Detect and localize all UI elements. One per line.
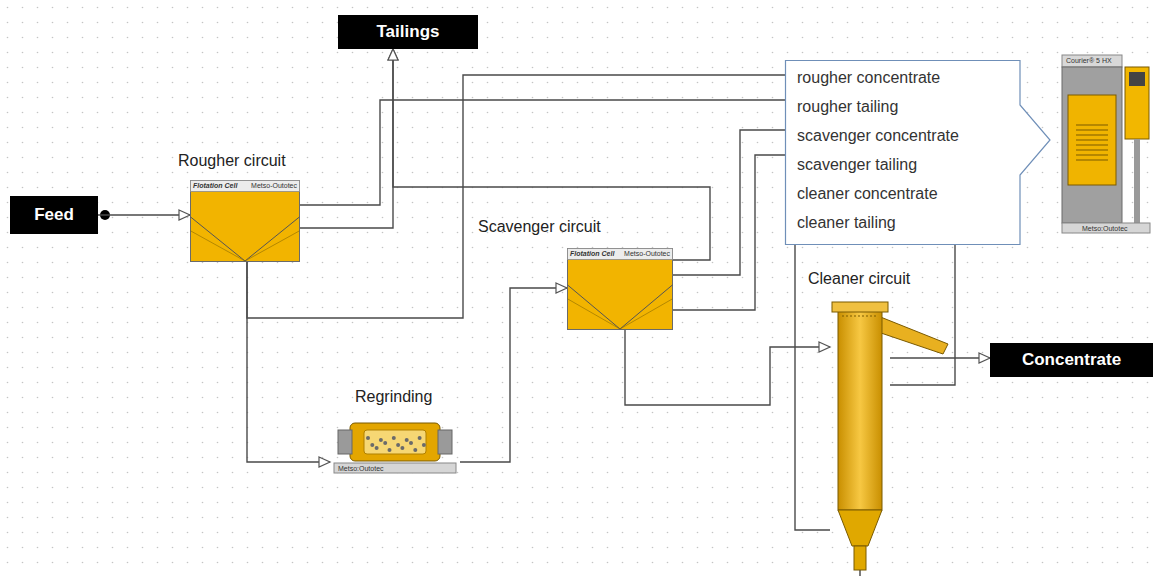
flow-line: [300, 100, 785, 205]
shape-outline: [830, 300, 890, 570]
terminal-label: Feed: [34, 205, 74, 225]
shape-outline: [190, 180, 300, 262]
flow-line: [673, 155, 785, 310]
grinding-ball: [379, 438, 383, 442]
flow-line: [890, 357, 990, 358]
froth-level: [842, 316, 878, 317]
grinding-ball: [400, 446, 404, 450]
column-body: [838, 310, 882, 510]
grinding-ball: [392, 436, 396, 440]
flow-line: [795, 245, 830, 530]
terminal-label: Concentrate: [1022, 350, 1121, 370]
grinding-ball: [413, 448, 417, 452]
stream-name: rougher concentrate: [797, 68, 940, 87]
flow-line: [890, 245, 955, 385]
stream-name: rougher tailing: [797, 97, 898, 116]
terminal-label: Tailings: [377, 22, 440, 42]
shape-outline: [567, 248, 673, 330]
mill-base: [334, 463, 456, 473]
mill-end: [338, 430, 352, 454]
cell-funnel: [568, 285, 673, 329]
vent-line: [1076, 150, 1108, 151]
brand-text: Metso-Outotec: [251, 182, 297, 189]
terminal-box: Tailings: [338, 15, 478, 49]
vent-line: [1076, 145, 1108, 146]
brand-text: Metso-Outotec: [624, 250, 670, 257]
flotation-cell: Scavenger circuitFlotation CellMetso-Out…: [567, 248, 673, 330]
cell-body: [191, 181, 300, 262]
controller-stand: [1134, 139, 1140, 223]
vent-line: [1076, 130, 1108, 131]
cell-nameplate: [191, 181, 300, 192]
cell-funnel: [191, 231, 300, 261]
callout-outline: [786, 61, 1051, 245]
flotation-cell: Rougher circuitFlotation CellMetso-Outot…: [190, 180, 300, 262]
cell-funnel: [191, 217, 300, 261]
brand-text: Flotation Cell: [570, 250, 614, 257]
grinding-ball: [418, 436, 422, 440]
flotation-column: Cleaner circuit: [830, 300, 890, 570]
unit-heading: Rougher circuit: [178, 152, 286, 170]
vent-line: [1076, 140, 1108, 141]
cell-funnel: [568, 299, 673, 329]
sample-list-callout: rougher concentrate rougher tailing scaven…: [785, 60, 1051, 245]
analyzer-top: [1062, 55, 1122, 67]
analyzer: Courier® 5 HX Metso:Outotec: [1062, 55, 1150, 233]
vent-line: [1076, 135, 1108, 136]
controller-box: [1125, 67, 1149, 139]
grinding-ball: [370, 443, 374, 447]
terminal-box: Feed: [10, 196, 98, 234]
column-cone: [838, 510, 882, 546]
vent-line: [1076, 160, 1108, 161]
grinding-ball: [388, 448, 392, 452]
stream-name: cleaner concentrate: [797, 184, 938, 203]
cell-body: [568, 249, 673, 330]
flow-line: [625, 330, 830, 405]
unit-heading: Regrinding: [355, 388, 432, 406]
brand-text: Courier® 5 HX: [1066, 57, 1112, 64]
vent-line: [1076, 125, 1108, 126]
flow-line: [247, 262, 330, 462]
launder: [878, 316, 948, 354]
cell-nameplate: [568, 249, 673, 260]
controller-screen: [1129, 72, 1145, 86]
flow-line: [673, 130, 785, 275]
shape-outline: [1062, 55, 1150, 233]
stream-name: scavenger concentrate: [797, 126, 959, 145]
analyzer-panel: [1068, 95, 1116, 185]
vent-line: [1076, 155, 1108, 156]
flow-line: [300, 49, 393, 228]
analyzer-cabinet: [1062, 67, 1122, 223]
mill-window: [364, 430, 426, 454]
grinding-ball: [409, 441, 413, 445]
grinding-ball: [366, 436, 370, 440]
grinding-ball: [422, 443, 426, 447]
flow-line: [393, 49, 710, 260]
grinding-ball: [375, 446, 379, 450]
terminal-box: Concentrate: [990, 343, 1153, 377]
flow-line: [460, 288, 567, 462]
analyzer-base: [1062, 223, 1150, 233]
grinding-mill: RegrindingMetso:Outotec: [330, 418, 460, 474]
brand-text: Flotation Cell: [193, 182, 237, 189]
cleaner-outlet-line: [859, 570, 860, 576]
flow-line: [247, 75, 785, 318]
stream-name: scavenger tailing: [797, 155, 917, 174]
unit-heading: Cleaner circuit: [808, 270, 910, 288]
mill-end: [438, 430, 452, 454]
unit-heading: Scavenger circuit: [478, 218, 601, 236]
brand-text: Metso:Outotec: [1082, 225, 1128, 232]
grinding-ball: [383, 441, 387, 445]
stream-name: cleaner tailing: [797, 213, 896, 232]
mill-drum: [350, 423, 440, 461]
column-top: [832, 302, 888, 312]
grinding-ball: [396, 443, 400, 447]
flow-line: [98, 214, 190, 215]
brand-text: Metso:Outotec: [338, 465, 384, 472]
grinding-ball: [405, 438, 409, 442]
column-spout: [854, 546, 866, 570]
